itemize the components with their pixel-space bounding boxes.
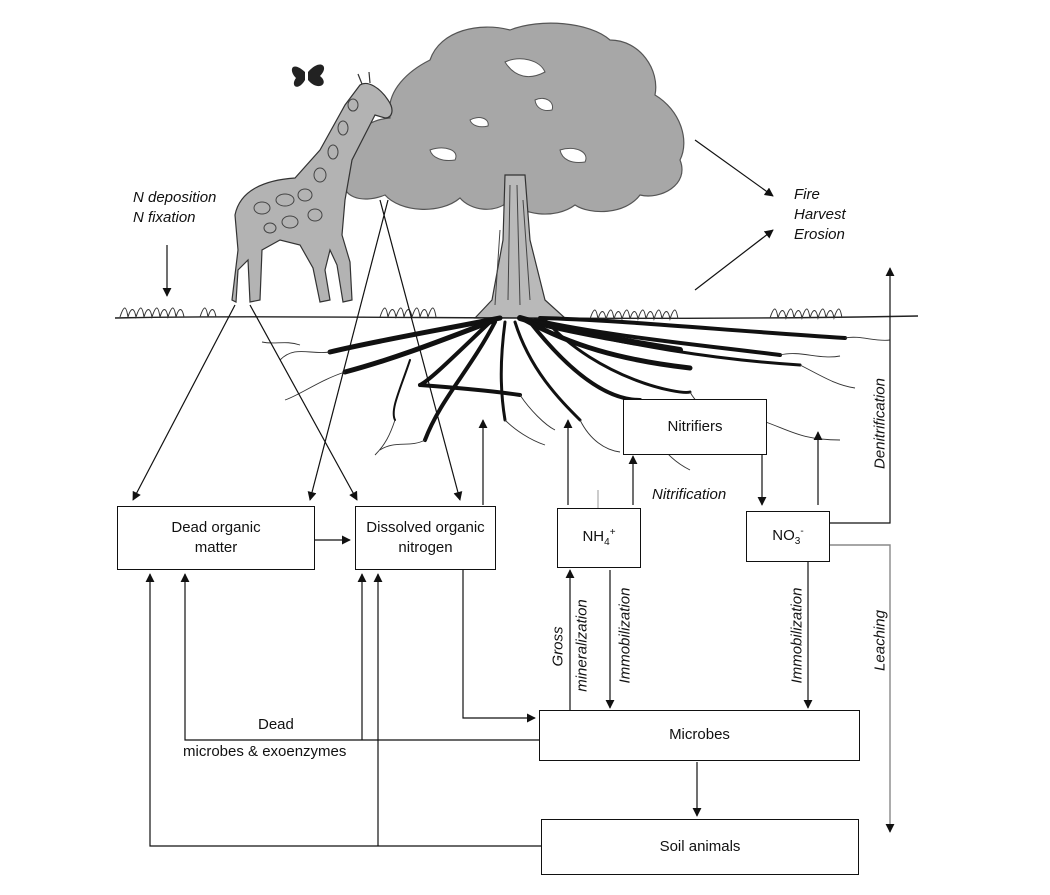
soil-animals-box: Soil animals bbox=[541, 819, 859, 875]
nitrifiers-label: Nitrifiers bbox=[667, 417, 723, 435]
microbes-box: Microbes bbox=[539, 710, 860, 761]
immobilization-nh4-label: Immobilization bbox=[616, 587, 634, 684]
tree-canopy bbox=[340, 22, 685, 215]
dead-organic-matter-label: Dead organic matter bbox=[171, 518, 261, 556]
microbes-label: Microbes bbox=[669, 726, 730, 744]
leaching-arrow bbox=[830, 544, 895, 833]
dissolved-organic-nitrogen-box: Dissolved organic nitrogen bbox=[355, 506, 496, 570]
no3-box: NO3- bbox=[746, 511, 830, 562]
nh4-label: NH4+ bbox=[582, 527, 616, 549]
flow-arrows bbox=[132, 139, 895, 847]
erosion-label: Erosion bbox=[794, 226, 845, 243]
immobilization-no3-label: Immobilization bbox=[788, 587, 806, 684]
n-deposition-label: N deposition bbox=[133, 189, 217, 206]
dissolved-organic-nitrogen-label: Dissolved organic nitrogen bbox=[366, 518, 485, 556]
dead-label: Dead bbox=[258, 716, 294, 733]
n-fixation-label: N fixation bbox=[133, 209, 196, 226]
nh4-box: NH4+ bbox=[557, 508, 641, 568]
giraffe-spots bbox=[253, 98, 359, 234]
roots bbox=[327, 315, 847, 442]
butterfly bbox=[291, 64, 325, 87]
microbes-exoenzymes-label: microbes & exoenzymes bbox=[183, 743, 347, 760]
denitrification-label: Denitrification bbox=[871, 378, 889, 469]
soil-animals-label: Soil animals bbox=[659, 837, 741, 855]
dead-organic-matter-box: Dead organic matter bbox=[117, 506, 315, 570]
nitrifiers-box: Nitrifiers bbox=[623, 399, 767, 455]
harvest-label: Harvest bbox=[794, 206, 846, 223]
leaching-label: Leaching bbox=[871, 610, 889, 671]
ground-line bbox=[114, 307, 919, 321]
mineralization-label: mineralization bbox=[573, 599, 591, 692]
fire-label: Fire bbox=[794, 186, 820, 203]
fine-roots bbox=[261, 336, 891, 471]
no3-label: NO3- bbox=[772, 525, 804, 547]
gross-label: Gross bbox=[549, 626, 567, 667]
nitrification-label: Nitrification bbox=[652, 486, 727, 503]
